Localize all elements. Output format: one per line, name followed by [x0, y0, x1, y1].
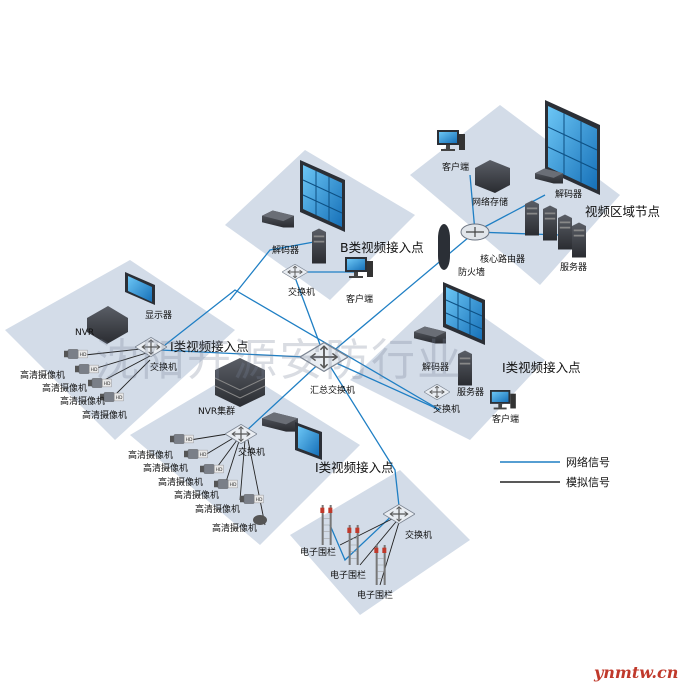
- hd-cam-c-5-label: 高清摄像机: [195, 503, 240, 515]
- server-tr-icon-1: [525, 200, 539, 236]
- hd-cam-c-3-label: 高清摄像机: [158, 476, 203, 488]
- fence-3-label: 电子围栏: [357, 589, 393, 601]
- client-r-label: 客户端: [492, 413, 519, 425]
- zone-fence: [290, 470, 470, 615]
- hd-cam-l-3-label: 高清摄像机: [60, 395, 105, 407]
- hd-cam-l-4-label: 高清摄像机: [82, 409, 127, 421]
- camera-c-4-icon: [214, 479, 238, 489]
- monitor-c-icon: [295, 422, 322, 460]
- nvr-cluster-icon: [214, 358, 266, 407]
- switch-b-label: 交换机: [288, 286, 315, 298]
- watermark-text: 沈阳开源安防行业: [95, 335, 463, 386]
- switch-c-label: 交换机: [238, 446, 265, 458]
- decoder-tr-label: 解码器: [555, 188, 582, 200]
- zone-i-center: [130, 370, 360, 545]
- display-l-icon: [125, 272, 155, 305]
- hd-cam-l-1-label: 高清摄像机: [20, 369, 65, 381]
- hd-cam-c-2-label: 高清摄像机: [143, 462, 188, 474]
- server-b-icon: [312, 228, 326, 264]
- net-storage-label: 网络存储: [472, 196, 508, 208]
- nvr-cluster-label: NVR集群: [198, 405, 235, 417]
- i-access-l-label: I类视频接入点: [170, 339, 249, 354]
- core-router-label: 核心路由器: [480, 253, 525, 265]
- switch-l-label: 交换机: [150, 361, 177, 373]
- b-access-label: B类视频接入点: [340, 240, 424, 255]
- server-tr-icon-2: [543, 205, 557, 241]
- hd-cam-c-1-label: 高清摄像机: [128, 449, 173, 461]
- video-wall-r: [443, 282, 485, 345]
- display-l-label: 显示器: [145, 310, 172, 321]
- decoder-r-label: 解码器: [422, 361, 449, 373]
- dome-camera-icon: [253, 515, 267, 525]
- net-storage-icon: [475, 160, 510, 193]
- i-access-r-label: I类视频接入点: [502, 360, 581, 375]
- legend-analog-label: 模拟信号: [566, 475, 610, 489]
- camera-l-1-icon: [64, 349, 88, 359]
- hd-cam-c-6-label: 高清摄像机: [212, 522, 257, 534]
- video-region-node-label: 视频区域节点: [585, 204, 660, 219]
- hd-cam-l-2-label: 高清摄像机: [42, 382, 87, 394]
- server-tr-icon-4: [572, 222, 586, 258]
- site-watermark: ynmtw.cn: [593, 663, 678, 682]
- server-tr-icon-3: [558, 214, 572, 250]
- zone-i-left: [5, 260, 235, 440]
- client-b-label: 客户端: [346, 293, 373, 305]
- client-tr-label: 客户端: [442, 161, 469, 173]
- hd-cam-c-4-label: 高清摄像机: [174, 489, 219, 501]
- legend-network-label: 网络信号: [566, 455, 610, 469]
- fence-2-label: 电子围栏: [330, 569, 366, 581]
- nvr-l-label: NVR: [75, 328, 94, 338]
- camera-c-3-icon: [200, 464, 224, 474]
- agg-switch-label: 汇总交换机: [310, 384, 355, 396]
- nvr-l-icon: [87, 306, 128, 344]
- camera-c-1-icon: [170, 434, 194, 444]
- camera-c-5-icon: [240, 494, 264, 504]
- firewall-label: 防火墙: [458, 266, 485, 278]
- camera-c-2-icon: [184, 449, 208, 459]
- fence-1-label: 电子围栏: [300, 546, 336, 558]
- switch-r-label: 交换机: [433, 403, 460, 415]
- firewall-icon: [438, 224, 450, 270]
- core-router-icon: [460, 223, 490, 241]
- server-tr-label: 服务器: [560, 261, 587, 273]
- server-r-label: 服务器: [457, 386, 484, 398]
- switch-bot-label: 交换机: [405, 529, 432, 541]
- decoder-b-label: 解码器: [272, 244, 299, 256]
- i-access-c-label: I类视频接入点: [315, 460, 394, 475]
- video-wall-b: [300, 160, 345, 232]
- video-wall-tr: [545, 100, 600, 195]
